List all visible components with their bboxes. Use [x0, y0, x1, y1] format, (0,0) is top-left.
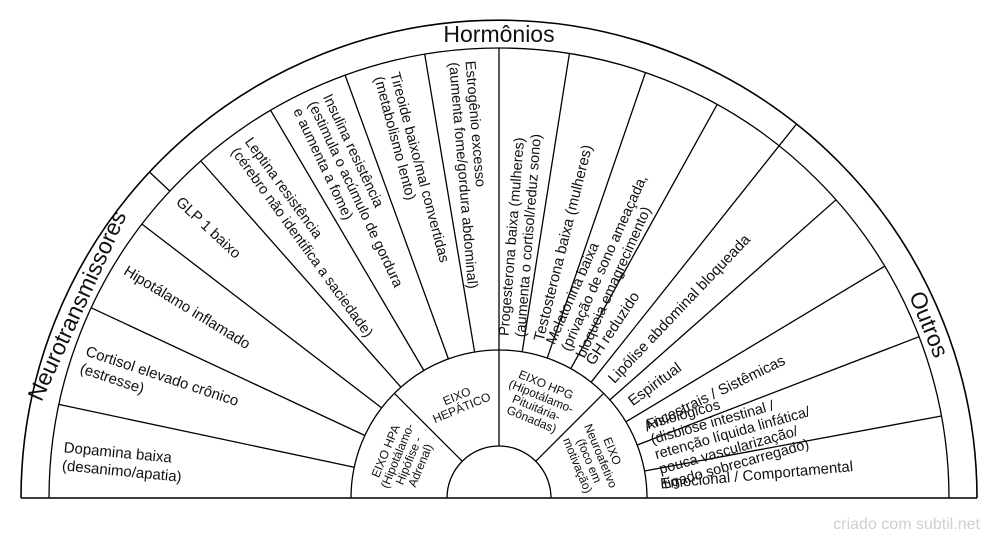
axis-label-2: EIXOHEPÁTICO: [426, 378, 493, 426]
axis-label-3: EIXO HPG(Hipotálamo-Pituitária-Gônadas): [497, 365, 580, 439]
segment-divider-6: [570, 104, 718, 369]
segment-text: Hipotálamo inflamado: [121, 263, 254, 353]
segment-label-3: Hipotálamo inflamado: [121, 263, 254, 353]
segment-divider-7: [546, 72, 647, 359]
segment-text: Dopamina baixa(desanimo/apatia): [61, 439, 184, 485]
segment-text: GLP 1 baixo: [172, 194, 244, 263]
segment-divider-14: [141, 223, 382, 409]
axis-label-1: EIXO HPA(Hipotálamo-Hipófise -Adrenal): [366, 417, 440, 500]
watermark-credit: criado com subtil.net: [833, 516, 980, 533]
segment-divider-8: [521, 53, 571, 352]
segment-label-4: GLP 1 baixo: [172, 194, 244, 263]
outer-arc: [20, 19, 978, 499]
category-label-right: Outros: [904, 287, 954, 361]
category-divider-left: [148, 171, 171, 192]
segment-line: GLP 1 baixo: [172, 194, 244, 263]
segment-divider-1: [644, 415, 942, 472]
segment-label-16: Fisiológicos(disbiose intestinal /retenç…: [645, 374, 821, 493]
segment-text: Cortisol elevado crônico(estresse): [78, 343, 241, 427]
segment-divider-11: [344, 74, 450, 360]
segment-divider-4: [609, 199, 837, 401]
segment-divider-3: [625, 265, 886, 423]
wheel-labels: Dopamina baixa(desanimo/apatia) Cortisol …: [22, 21, 954, 500]
segment-line: Hipotálamo inflamado: [121, 263, 254, 353]
category-label-top: Hormônios: [443, 21, 554, 47]
segment-divider-16: [58, 403, 355, 468]
category-divider-right: [778, 123, 798, 147]
segment-label-9: Progesterona baixa (mulheres)(aumenta o …: [497, 132, 545, 338]
axis-label-4: EIXONeuroafetivo(foco emmotivação): [558, 417, 632, 500]
wheel-lines: [20, 19, 978, 499]
segment-label-2: Cortisol elevado crônico(estresse): [78, 343, 241, 427]
segment-divider-12: [270, 109, 425, 371]
axis-divider-3: [535, 392, 605, 462]
segment-divider-13: [200, 160, 402, 388]
segment-label-1: Dopamina baixa(desanimo/apatia): [61, 439, 184, 485]
axis-divider-1: [393, 392, 463, 462]
segment-text: Fisiológicos(disbiose intestinal /retenç…: [645, 374, 821, 493]
inner-arc: [446, 445, 552, 499]
segment-label-8: Estrogênio excesso(aumenta fome/gordura …: [445, 60, 496, 289]
segment-divider-2: [636, 336, 920, 446]
segment-divider-10: [424, 54, 476, 353]
segment-divider-5: [590, 145, 780, 383]
segment-divider-15: [90, 307, 366, 437]
segment-text: Estrogênio excesso(aumenta fome/gordura …: [445, 60, 496, 289]
segment-text: Progesterona baixa (mulheres)(aumenta o …: [497, 132, 545, 338]
